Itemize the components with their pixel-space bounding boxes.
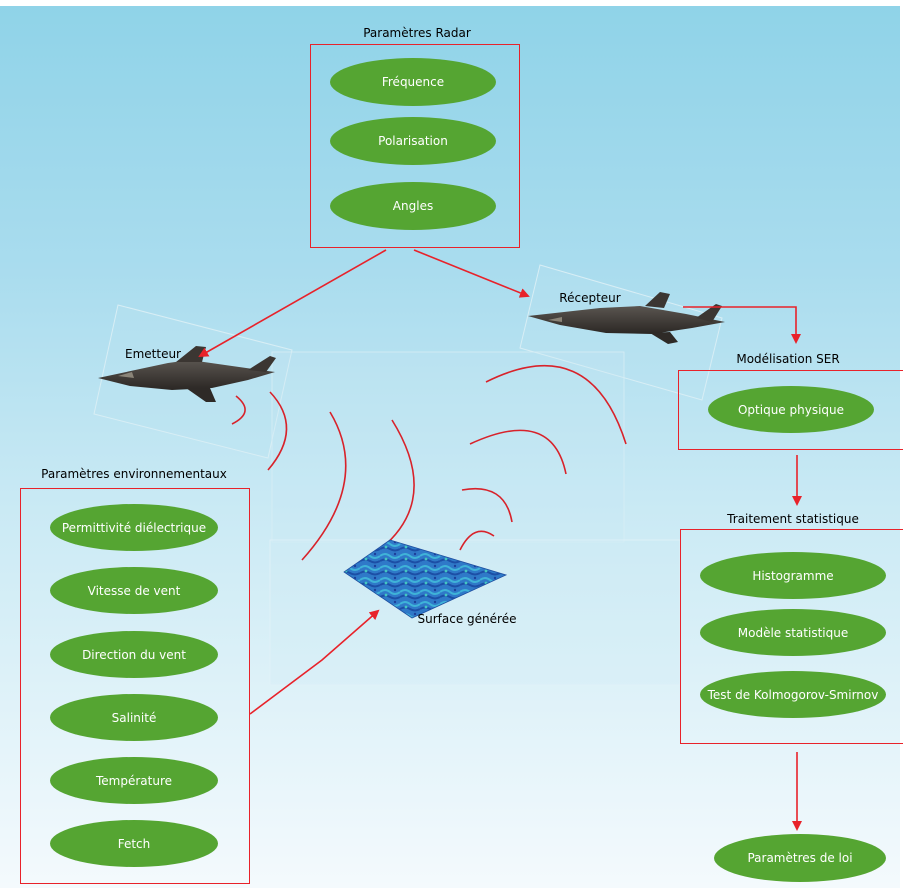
radar-parameters-box [310,44,520,248]
arrow-radar-to-emitter [198,249,387,357]
statistical-processing-box [680,529,903,744]
receiver-label: Récepteur [559,291,621,305]
pill-temperature: Température [50,757,218,804]
top-white-band [0,0,903,6]
pill-angles: Angles [330,182,496,230]
pill-modele-statistique: Modèle statistique [700,609,886,656]
ser-group-title: Modélisation SER [736,352,840,366]
pill-test-kolmogorov-smirnov: Test de Kolmogorov-Smirnov [700,671,886,718]
pill-frequence: Fréquence [330,58,496,106]
emitter-aircraft-icon [98,346,276,402]
wave-photo-frame [271,351,625,543]
pill-direction-vent: Direction du vent [50,631,218,678]
ser-modelling-box [678,370,903,450]
flow-arrows [198,249,802,831]
environment-parameters-box [20,488,250,884]
pill-fetch: Fetch [50,820,218,867]
pill-histogramme: Histogramme [700,552,886,599]
right-white-strip [900,0,903,888]
pill-vitesse-vent: Vitesse de vent [50,567,218,614]
pill-salinite: Salinité [50,694,218,741]
arrow-env-to-surface [249,609,380,715]
sea-surface-icon [343,539,508,619]
pill-optique-physique: Optique physique [708,386,874,433]
emitter-label: Emetteur [125,347,181,361]
pill-polarisation: Polarisation [330,117,496,165]
stats-group-title: Traitement statistique [727,512,859,526]
arrow-receiver-to-ser [683,306,801,344]
environment-group-title: Paramètres environnementaux [41,467,227,481]
radar-group-title: Paramètres Radar [363,26,471,40]
pill-permittivite: Permittivité diélectrique [50,504,218,551]
surface-photo-frame [269,539,681,686]
surface-label: Surface générée [417,612,517,626]
arrow-radar-to-receiver [413,249,530,298]
receiver-aircraft-icon [528,292,725,344]
pill-parametres-de-loi: Paramètres de loi [714,834,886,882]
